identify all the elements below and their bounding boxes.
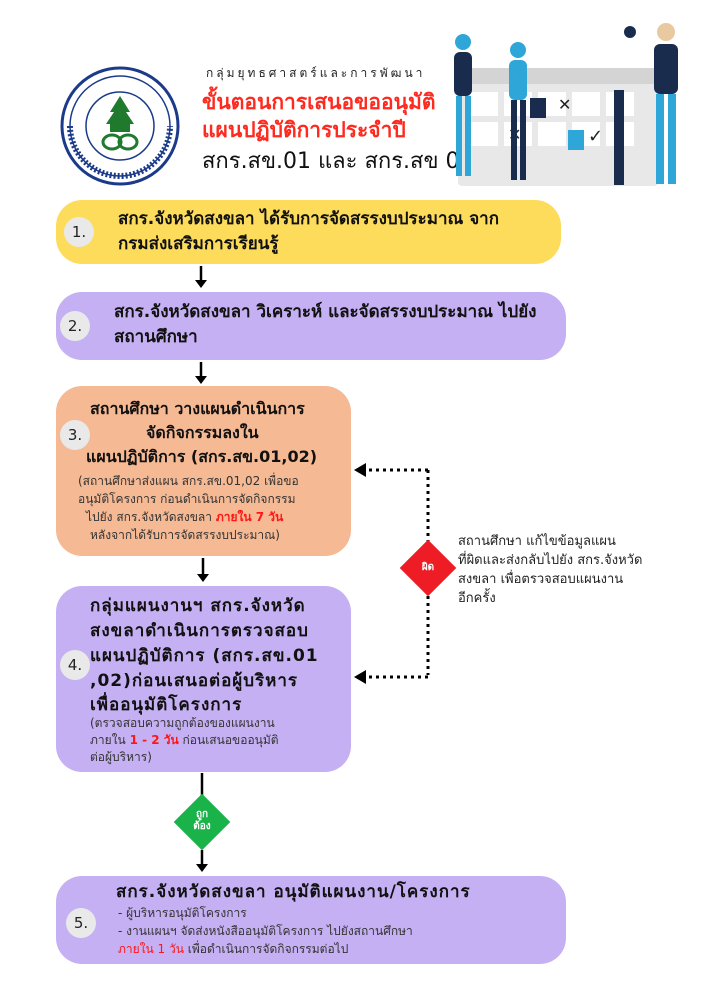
arrow-2-3 — [193, 362, 209, 390]
side-note-line3: สงขลา เพื่อตรวจสอบแผนงาน — [458, 572, 624, 587]
step-5-box: 5. สกร.จังหวัดสงขลา อนุมัติแผนงาน/โครงกา… — [56, 876, 566, 964]
side-note: สถานศึกษา แก้ไขข้อมูลแผน ที่ผิดและส่งกลั… — [458, 532, 642, 608]
step-3-number: 3. — [60, 420, 90, 450]
step-4-box: 4. กลุ่มแผนงานฯ สกร.จังหวัด สงขลาดำเนินก… — [56, 586, 351, 772]
step-4-note-line1: (ตรวจสอบความถูกต้องของแผนงาน — [90, 716, 275, 730]
arrow-decision-5 — [194, 850, 210, 878]
step-4-title-line2: สงขลาดำเนินการตรวจสอบ — [90, 621, 309, 641]
page-title-line2: แผนปฏิบัติการประจำปี — [202, 118, 406, 142]
step-3-title-line3: แผนปฏิบัติการ (สกร.สข.01,02) — [86, 447, 318, 466]
step-5-bullet-1: - ผู้บริหารอนุมัติโครงการ — [118, 906, 247, 920]
step-4-note-line3: ต่อผู้บริหาร) — [90, 750, 152, 764]
right-decision-label: ถูก ต้อง — [182, 809, 222, 833]
step-1-box: 1. สกร.จังหวัดสงขลา ได้รับการจัดสรรงบประ… — [56, 200, 561, 264]
feedback-loop-connector — [352, 460, 442, 685]
step-4-title-line4: ,02)ก่อนเสนอต่อผู้บริหาร — [90, 671, 299, 691]
step-4-note-line2: ภายใน 1 - 2 วัน ก่อนเสนอขออนุมัติ — [90, 731, 279, 749]
step-4-note-suffix: ก่อนเสนอขออนุมัติ — [178, 733, 279, 747]
page-title-line1: ขั้นตอนการเสนอขออนุมัติ — [202, 90, 436, 114]
step-3-note-line4: หลังจากได้รับการจัดสรรงบประมาณ) — [90, 528, 280, 542]
step-5-number: 5. — [66, 908, 96, 938]
step-1-number: 1. — [64, 217, 94, 247]
step-4-number: 4. — [60, 650, 90, 680]
org-seal — [56, 62, 184, 190]
step-4-deadline: 1 - 2 วัน — [129, 733, 179, 747]
wrong-decision-label: ผิด — [421, 562, 435, 573]
step-3-deadline: ภายใน 7 วัน — [215, 510, 284, 524]
step-2-box: 2. สกร.จังหวัดสงขลา วิเคราะห์ และจัดสรรง… — [56, 292, 566, 360]
step-3-note-line2: อนุมัติโครงการ ก่อนดำเนินการจัดกิจกรรม — [78, 492, 296, 506]
step-3-title-line1: สถานศึกษา วางแผนดำเนินการ — [90, 399, 305, 418]
step-2-number: 2. — [60, 311, 90, 341]
step-3-box: 3. สถานศึกษา วางแผนดำเนินการ จัดกิจกรรมล… — [56, 386, 351, 556]
side-note-line1: สถานศึกษา แก้ไขข้อมูลแผน — [458, 534, 616, 549]
side-note-line2: ที่ผิดและส่งกลับไปยัง สกร.จังหวัด — [458, 553, 643, 568]
right-decision-label-line1: ถูก — [195, 809, 209, 820]
team-planning-illustration: ✕ ✕ ✓ — [418, 20, 698, 192]
arrow-1-2 — [193, 266, 209, 294]
step-5-bullet-3-text: เพื่อดำเนินการจัดกิจกรรมต่อไป — [183, 942, 349, 956]
right-decision-label-line2: ต้อง — [193, 821, 211, 832]
group-name: กลุ่มยุทธศาสตร์และการพัฒนา — [206, 66, 426, 80]
arrow-3-4 — [195, 558, 211, 588]
step-3-note-line3-text: ไปยัง สกร.จังหวัดสงขลา — [86, 510, 216, 524]
side-note-line4: อีกครั้ง — [458, 591, 496, 606]
step-3-note-line3: ไปยัง สกร.จังหวัดสงขลา ภายใน 7 วัน — [86, 508, 283, 526]
step-4-title-line1: กลุ่มแผนงานฯ สกร.จังหวัด — [90, 596, 306, 616]
step-4-title-line3: แผนปฏิบัติการ (สกร.สข.01 — [90, 646, 319, 666]
step-5-bullet-2: - งานแผนฯ จัดส่งหนังสืออนุมัติโครงการ ไป… — [118, 924, 413, 938]
svg-text:✓: ✓ — [588, 126, 603, 147]
step-2-title: สกร.จังหวัดสงขลา วิเคราะห์ และจัดสรรงบปร… — [114, 302, 537, 347]
step-1-title: สกร.จังหวัดสงขลา ได้รับการจัดสรรงบประมาณ… — [118, 209, 499, 254]
step-3-title-line2: จัดกิจกรรมลงใน — [146, 423, 259, 442]
svg-text:✕: ✕ — [558, 95, 571, 114]
step-5-title: สกร.จังหวัดสงขลา อนุมัติแผนงาน/โครงการ — [116, 882, 471, 902]
page-title-line3: สกร.สข.01 และ สกร.สข 02 — [202, 149, 474, 174]
step-5-deadline: ภายใน 1 วัน — [118, 942, 184, 956]
step-4-note-prefix: ภายใน — [90, 733, 130, 747]
step-4-title-line5: เพื่ออนุมัติโครงการ — [90, 695, 243, 715]
step-5-bullet-3: ภายใน 1 วัน เพื่อดำเนินการจัดกิจกรรมต่อไ… — [118, 940, 348, 958]
step-3-note-line1: (สถานศึกษาส่งแผน สกร.สข.01,02 เพื่อขอ — [78, 474, 299, 488]
